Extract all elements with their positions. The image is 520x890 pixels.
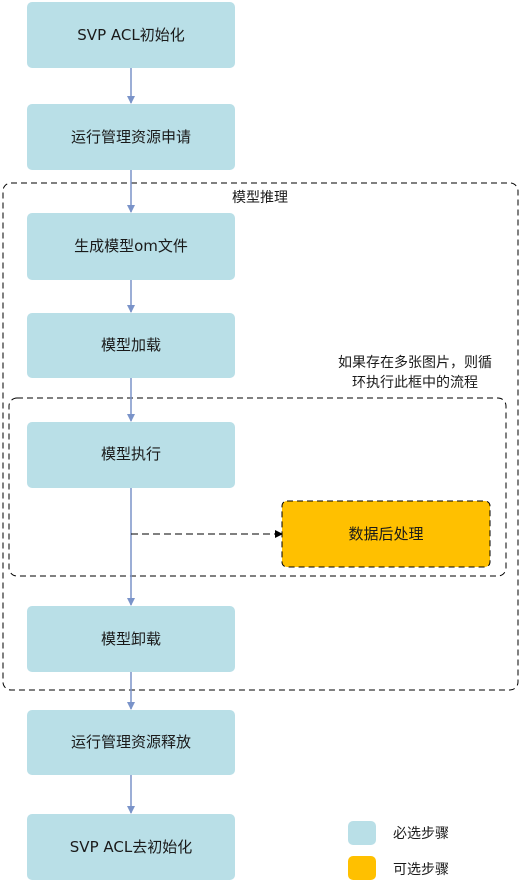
step-post-process-label: 数据后处理: [348, 525, 423, 543]
step-resource-apply-label: 运行管理资源申请: [71, 128, 191, 146]
loop-note-line2: 环执行此框中的流程: [352, 375, 478, 391]
step-svp-deinit-label: SVP ACL去初始化: [70, 838, 192, 856]
legend: 必选步骤 可选步骤: [348, 821, 449, 880]
inference-region-label: 模型推理: [232, 190, 288, 206]
step-svp-deinit: SVP ACL去初始化: [27, 814, 235, 880]
step-resource-release-label: 运行管理资源释放: [71, 733, 191, 751]
step-generate-om-label: 生成模型om文件: [74, 237, 188, 255]
step-model-exec: 模型执行: [27, 422, 235, 488]
step-resource-apply: 运行管理资源申请: [27, 104, 235, 170]
step-model-unload-label: 模型卸载: [101, 630, 161, 648]
inference-region: [2, 182, 519, 691]
step-svp-init-label: SVP ACL初始化: [77, 26, 184, 44]
loop-note-line1: 如果存在多张图片，则循: [338, 354, 492, 371]
step-svp-init: SVP ACL初始化: [27, 2, 235, 68]
step-model-load-label: 模型加载: [101, 336, 161, 354]
step-model-exec-label: 模型执行: [101, 445, 161, 463]
step-model-unload: 模型卸载: [27, 606, 235, 672]
step-model-load: 模型加载: [27, 313, 235, 378]
step-generate-om: 生成模型om文件: [27, 213, 235, 280]
legend-required-swatch: [348, 821, 376, 845]
legend-optional-label: 可选步骤: [393, 862, 449, 878]
legend-optional-swatch: [348, 856, 376, 880]
legend-required-label: 必选步骤: [393, 826, 449, 842]
loop-region: [8, 397, 507, 577]
step-post-process: 数据后处理: [281, 500, 491, 568]
step-resource-release: 运行管理资源释放: [27, 710, 235, 775]
